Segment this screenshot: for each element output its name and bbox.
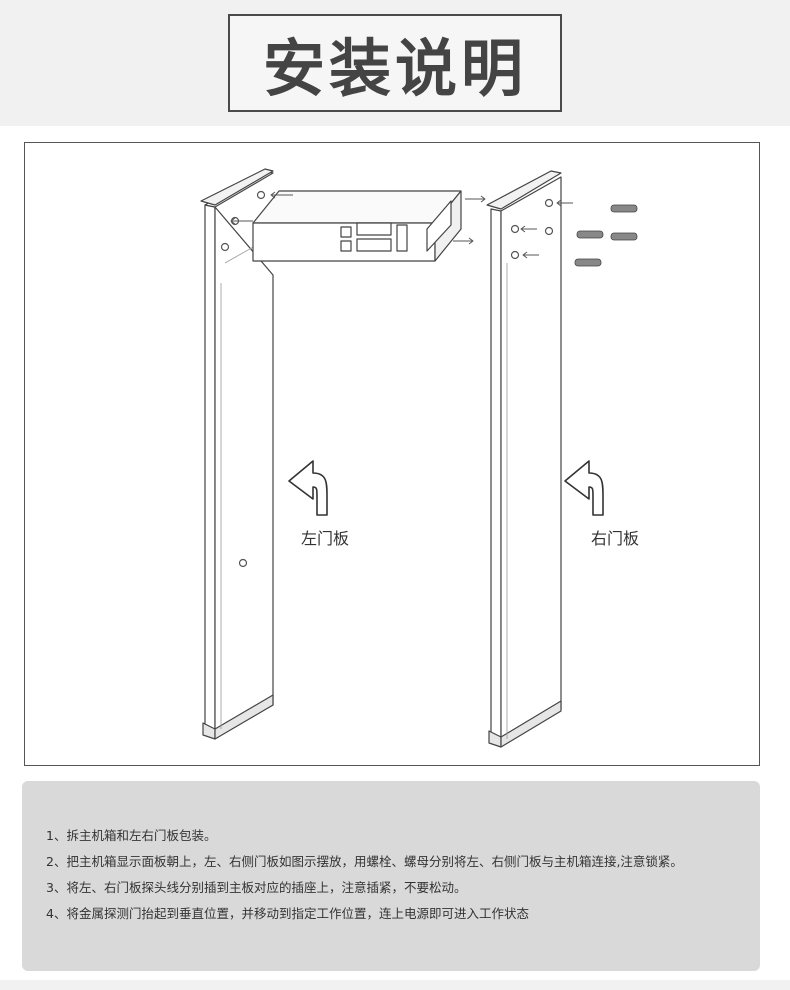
left-door-label: 左门板	[301, 529, 350, 548]
page-title: 安装说明	[262, 32, 527, 105]
installation-diagram: 左门板 右门板	[24, 142, 760, 766]
instruction-step-1: 1、拆主机箱和左右门板包装。	[46, 828, 217, 843]
diagram-drawing	[200, 168, 638, 748]
instructions-panel: 1、拆主机箱和左右门板包装。 2、把主机箱显示面板朝上，左、右侧门板如图示摆放，…	[22, 781, 760, 971]
instruction-step-3: 3、将左、右门板探头线分别插到主板对应的插座上，注意插紧，不要松动。	[46, 880, 467, 895]
left-door-arrow	[288, 460, 328, 516]
right-door-label: 右门板	[591, 529, 640, 548]
title-box: 安装说明	[228, 14, 562, 112]
control-box	[252, 190, 462, 262]
bolts	[574, 204, 638, 267]
footer-band	[0, 980, 790, 990]
left-door-panel	[200, 168, 274, 740]
instruction-step-4: 4、将金属探测门抬起到垂直位置，并移动到指定工作位置，连上电源即可进入工作状态	[46, 906, 529, 921]
right-door-arrow	[564, 460, 604, 516]
instruction-step-2: 2、把主机箱显示面板朝上，左、右侧门板如图示摆放，用螺栓、螺母分别将左、右侧门板…	[46, 854, 683, 869]
right-door-panel	[486, 170, 562, 748]
